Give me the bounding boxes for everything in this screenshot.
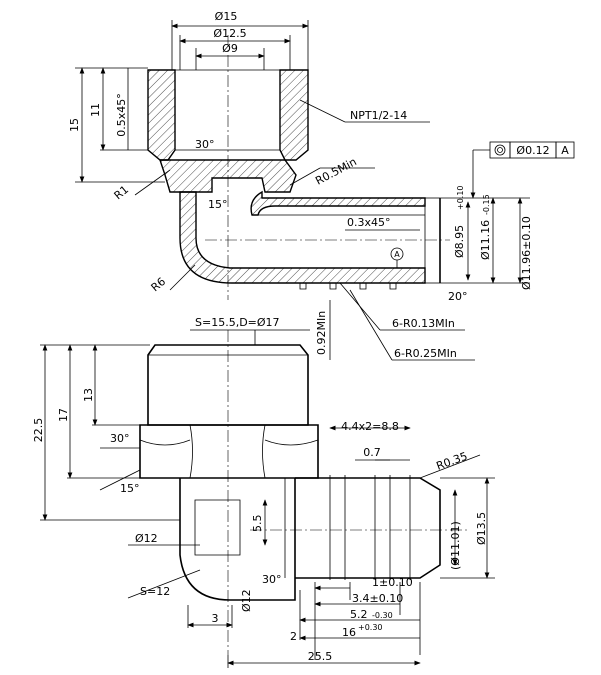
- min-092: 0.92MIn: [315, 311, 328, 355]
- r025-label: 6-R0.25MIn: [394, 347, 457, 360]
- dim-07: 0.7: [363, 446, 381, 459]
- dim-3-4: 3.4±0.10: [352, 592, 403, 605]
- dim-13: 13: [82, 388, 95, 402]
- r035-label: R0.35: [435, 450, 470, 473]
- thread-wall-left: [147, 69, 176, 161]
- dim-5-5: 5.5: [251, 515, 264, 533]
- dim-1: 1±0.10: [372, 576, 413, 589]
- dim-25-5: 25.5: [308, 650, 333, 663]
- r1-label: R1: [112, 183, 132, 202]
- dim-barb-pitch: 4.4x2=8.8: [341, 420, 399, 433]
- dim-16-tol: +0.30: [358, 623, 383, 632]
- dim-5-2: 5.2: [350, 608, 368, 621]
- gtol-value: Ø0.12: [516, 144, 549, 157]
- dim-11: 11: [89, 103, 102, 117]
- dim-22-5: 22.5: [32, 418, 45, 443]
- geometric-tolerance-frame: Ø0.12 A: [470, 141, 575, 199]
- datum-a-symbol: A: [394, 250, 400, 259]
- dim-d12: Ø12: [135, 532, 158, 545]
- angle-15-top: 15°: [208, 198, 228, 211]
- dim-5-2-tol: -0.30: [372, 611, 393, 620]
- thread-callout: NPT1/2-14: [350, 109, 407, 122]
- s12-label: S=12: [140, 585, 170, 598]
- angle-30-top: 30°: [195, 138, 215, 151]
- thread-wall-right: [279, 69, 309, 161]
- dim-d9: Ø9: [222, 42, 238, 55]
- bottom-exterior-view: S=15.5,D=Ø17 22.5 17 13 30° 15°: [32, 316, 495, 668]
- dim-d1196: Ø11.96±0.10: [520, 216, 533, 290]
- chamfer-03x45: 0.3x45°: [347, 216, 391, 229]
- dim-16: 16: [342, 626, 356, 639]
- outlet-wall-top: [250, 190, 426, 216]
- dim-d1116: Ø11.16: [479, 220, 492, 260]
- gtol-datum: A: [561, 144, 569, 157]
- dim-d12-5: Ø12.5: [213, 27, 246, 40]
- angle-30-lower: 30°: [262, 573, 282, 586]
- top-section-view: Ø15 Ø12.5 Ø9 15 11 0.5x45° NPT1/2-14 30°…: [68, 10, 575, 361]
- dim-d12-b: Ø12: [240, 589, 253, 612]
- dim-d135: Ø13.5: [475, 512, 488, 545]
- chamfer-05x45: 0.5x45°: [115, 93, 128, 137]
- dim-d1116-tol: -0.15: [482, 194, 491, 215]
- angle-20: 20°: [448, 290, 468, 303]
- r05-label: R0.5Min: [313, 155, 359, 187]
- dim-3: 3: [212, 612, 219, 625]
- dim-d1101: (Ø11.01): [449, 521, 462, 570]
- r6-label: R6: [149, 275, 169, 294]
- dim-d15: Ø15: [215, 10, 238, 23]
- angle-30-bottom: 30°: [110, 432, 130, 445]
- r013-label: 6-R0.13MIn: [392, 317, 455, 330]
- angle-15-bottom: 15°: [120, 482, 140, 495]
- dim-17: 17: [57, 408, 70, 422]
- dim-15: 15: [68, 118, 81, 132]
- dim-d895: Ø8.95: [453, 225, 466, 258]
- hex-label: S=15.5,D=Ø17: [195, 316, 280, 329]
- dim-d895-tol: +0.10: [456, 185, 465, 210]
- dim-2: 2: [290, 630, 297, 643]
